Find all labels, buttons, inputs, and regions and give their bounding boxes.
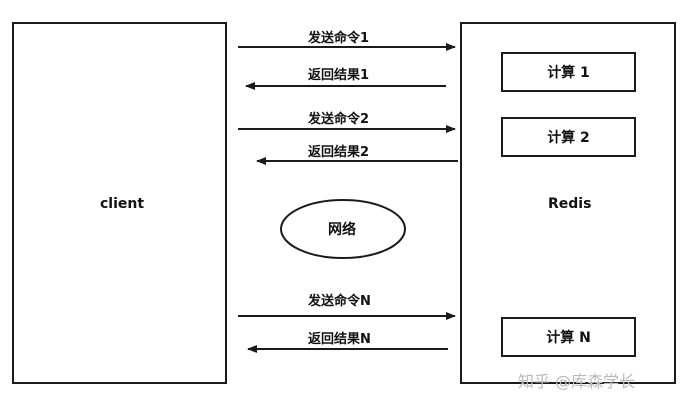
network-label: 网络 xyxy=(328,222,356,238)
redis-label: Redis xyxy=(548,196,592,212)
label-return-1: 返回结果1 xyxy=(308,68,370,83)
label-return-2: 返回结果2 xyxy=(308,145,370,160)
compute-box-n: 计算 N xyxy=(501,317,636,357)
label-send-n: 发送命令N xyxy=(308,294,371,309)
compute-box-2: 计算 2 xyxy=(501,117,636,157)
compute-box-1: 计算 1 xyxy=(501,52,636,92)
client-box xyxy=(12,22,227,384)
client-label: client xyxy=(100,196,145,212)
label-send-2: 发送命令2 xyxy=(308,112,370,127)
label-return-n: 返回结果N xyxy=(308,332,371,347)
watermark: 知乎 @库森学长 xyxy=(518,372,636,391)
label-send-1: 发送命令1 xyxy=(308,31,370,46)
network-ellipse xyxy=(280,199,406,259)
